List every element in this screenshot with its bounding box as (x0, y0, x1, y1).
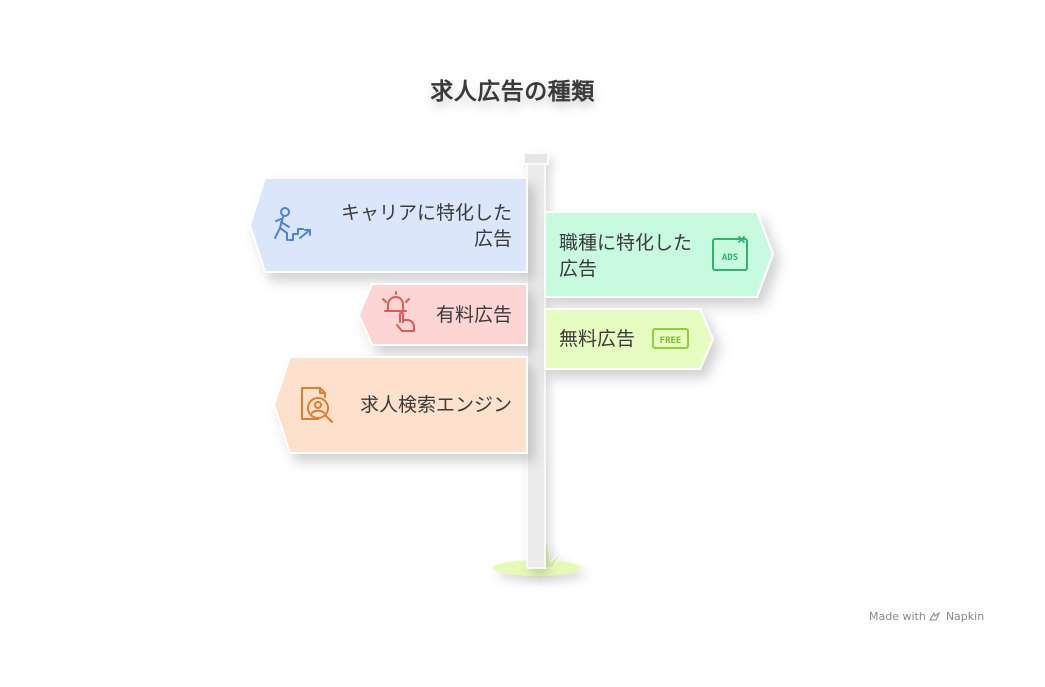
sign-search (272, 356, 528, 454)
made-with-label: Made with (869, 610, 926, 623)
sign-occupation-label: 職種に特化した 広告 (559, 230, 692, 282)
sign-occupation (544, 211, 775, 298)
stairs-climb-icon (274, 207, 311, 241)
free-badge-text: FREE (660, 336, 682, 346)
sign-occupation-line2: 広告 (559, 258, 598, 280)
diagram-title: 求人広告の種類 (430, 79, 595, 105)
napkin-brand: Napkin (945, 610, 985, 623)
sign-career (248, 177, 528, 273)
document-search-icon (301, 387, 333, 423)
napkin-logo-icon (929, 610, 944, 623)
sign-career-label: キャリアに特化した 広告 (318, 200, 512, 252)
alarm-tap-icon (382, 291, 415, 332)
ads-icon: ADS (712, 236, 748, 271)
sign-free-label: 無料広告 (559, 328, 636, 350)
sign-paid-label: 有料広告 (435, 304, 512, 326)
made-with-napkin: Made with Napkin (869, 610, 984, 623)
free-tag-icon: FREE (652, 328, 689, 349)
sign-search-label: 求人検索エンジン (359, 394, 512, 416)
sign-career-line1: キャリアに特化した (340, 202, 512, 224)
sign-free (544, 308, 715, 370)
sign-occupation-line1: 職種に特化した (559, 232, 693, 254)
ads-badge-text: ADS (722, 253, 738, 263)
sign-career-line2: 広告 (473, 228, 512, 250)
